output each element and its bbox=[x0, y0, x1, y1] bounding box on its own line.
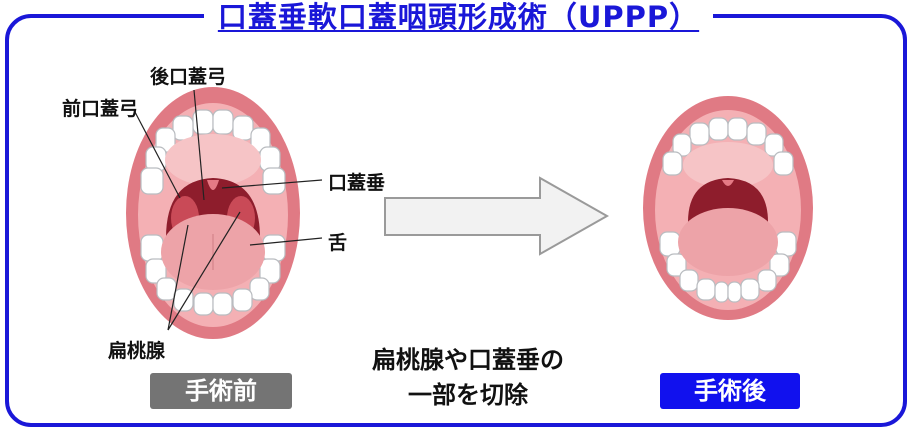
label-tonsil: 扁桃腺 bbox=[108, 340, 166, 362]
mouth-after bbox=[643, 96, 813, 320]
caption-line-2: 一部を切除 bbox=[408, 381, 528, 409]
label-tongue: 舌 bbox=[328, 232, 348, 254]
mouth-before bbox=[126, 87, 300, 339]
label-posterior-arch: 後口蓋弓 bbox=[150, 66, 227, 88]
badge-after-surgery: 手術後 bbox=[660, 373, 800, 409]
badge-before-surgery: 手術前 bbox=[150, 373, 292, 409]
figure-title: 口蓋垂軟口蓋咽頭形成術（UPPP） bbox=[203, 0, 714, 34]
caption-line-1: 扁桃腺や口蓋垂の bbox=[372, 346, 564, 374]
caption: 扁桃腺や口蓋垂の 一部を切除 bbox=[338, 343, 598, 413]
leader-lines bbox=[134, 89, 323, 331]
arrow-shape bbox=[384, 176, 610, 256]
figure-title-wrap: 口蓋垂軟口蓋咽頭形成術（UPPP） bbox=[0, 0, 917, 34]
label-uvula: 口蓋垂 bbox=[328, 172, 386, 194]
label-anterior-arch: 前口蓋弓 bbox=[62, 98, 139, 120]
